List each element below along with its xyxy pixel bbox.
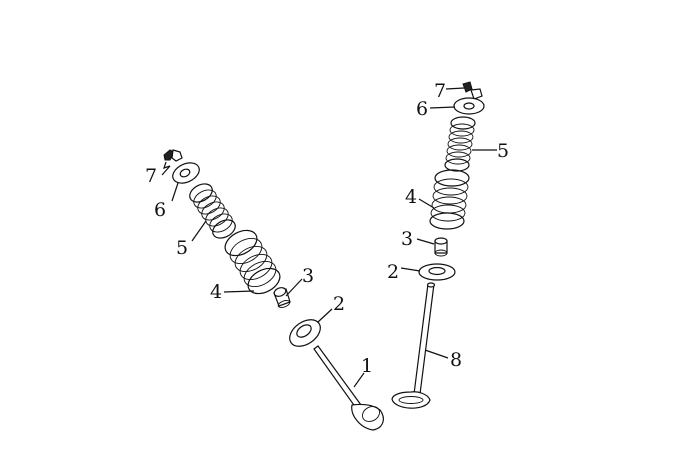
right-outer-spring [429,169,470,230]
right-spring-seat [418,263,456,281]
right-label-6: 6 [416,98,428,120]
left-label-4: 4 [210,281,222,303]
left-label-2: 2 [333,293,345,315]
left-assembly: 7 6 5 4 3 2 1 [145,149,384,431]
right-label-3: 3 [401,228,413,250]
left-label-6: 6 [154,199,166,221]
right-label-2: 2 [387,261,399,283]
left-stem-seal [273,287,291,308]
left-label-7: 7 [145,165,157,187]
right-leader-lines [400,87,497,359]
right-spring-retainer [453,97,485,115]
right-valve-cotters [462,81,483,100]
left-spring-retainer [172,162,200,184]
right-label-5: 5 [497,140,509,162]
left-inner-spring [189,183,236,239]
left-label-1: 1 [361,355,373,377]
right-label-7: 7 [434,80,446,102]
left-valve-cotters [163,149,183,169]
right-label-8: 8 [450,349,462,371]
left-label-5: 5 [176,237,188,259]
left-valve [313,345,384,431]
left-outer-spring [224,229,281,295]
left-label-3: 3 [302,265,314,287]
left-spring-seat [289,319,321,347]
right-stem-seal [434,237,448,257]
left-leader-lines [161,165,365,388]
right-label-4: 4 [405,186,417,208]
right-valve [391,282,436,409]
right-assembly: 7 6 5 4 3 2 8 [387,80,509,409]
right-inner-spring [444,116,476,172]
